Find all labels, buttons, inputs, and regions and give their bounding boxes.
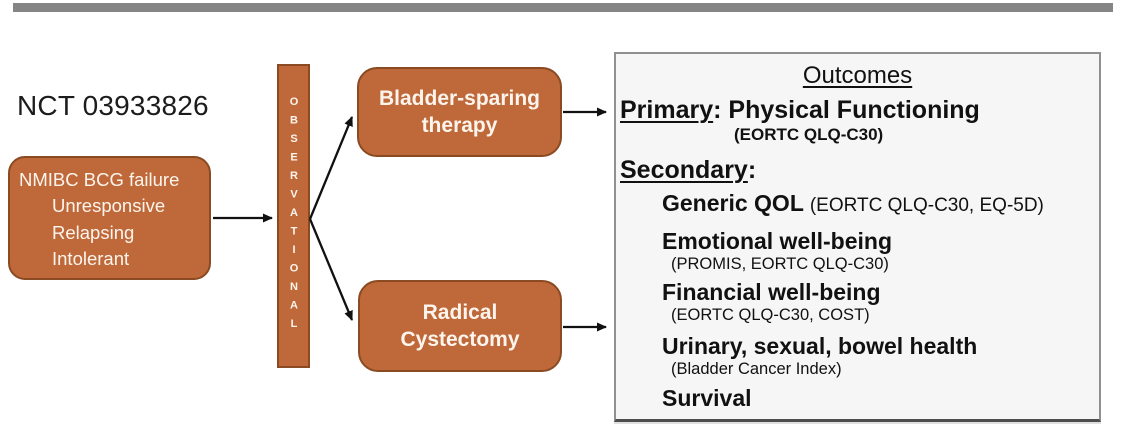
observational-label: OBSERVATIONAL (288, 95, 300, 337)
arrow-bar-to-radical (308, 218, 354, 321)
secondary-outcomes-label: Secondary: (620, 156, 757, 184)
secondary-item-generic-qol-instrument: (EORTC QLQ-C30, EQ-5D) (809, 195, 1044, 216)
primary-label: Primary (620, 96, 714, 124)
secondary-item-generic-qol: Generic QOL (EORTC QLQ-C30, EQ-5D) (662, 190, 1044, 216)
arm-label-bladder-sparing: Bladder-sparing therapy (378, 87, 541, 137)
secondary-item-urinary-sexual-bowel: Urinary, sexual, bowel health (662, 333, 978, 359)
population-subtype: Intolerant (52, 248, 130, 269)
population-box: NMIBC BCG failure Unresponsive Relapsing… (8, 156, 211, 280)
secondary-item-financial-instrument: (EORTC QLQ-C30, COST) (671, 306, 870, 324)
secondary-item-survival: Survival (662, 385, 752, 411)
arm-box-radical-cystectomy: Radical Cystectomy (358, 280, 562, 372)
outcomes-title: Outcomes (802, 62, 913, 89)
arm-label-radical-cystectomy: Radical Cystectomy (400, 301, 520, 351)
population-subtype: Relapsing (52, 221, 135, 243)
arrow-bar-to-bladder (308, 116, 354, 220)
population-subtype: Unresponsive (52, 195, 166, 216)
secondary-item-emotional-instrument: (PROMIS, EORTC QLQ-C30) (671, 255, 889, 273)
outcomes-panel: Outcomes Primary: Physical Functioning (… (614, 52, 1101, 422)
secondary-item-urinary-instrument: (Bladder Cancer Index) (671, 360, 842, 378)
nct-id-label: NCT 03933826 (17, 90, 209, 121)
primary-outcome-value: Physical Functioning (728, 96, 980, 124)
primary-outcome-line: Primary: Physical Functioning (620, 96, 980, 124)
top-divider-bar (13, 3, 1113, 12)
population-title: NMIBC BCG failure (19, 169, 180, 190)
observational-design-bar: OBSERVATIONAL (277, 64, 310, 368)
primary-outcome-instrument: (EORTC QLQ-C30) (734, 125, 884, 144)
secondary-item-financial: Financial well-being (662, 279, 881, 305)
secondary-item-emotional: Emotional well-being (662, 228, 893, 254)
arm-box-bladder-sparing: Bladder-sparing therapy (357, 67, 562, 157)
